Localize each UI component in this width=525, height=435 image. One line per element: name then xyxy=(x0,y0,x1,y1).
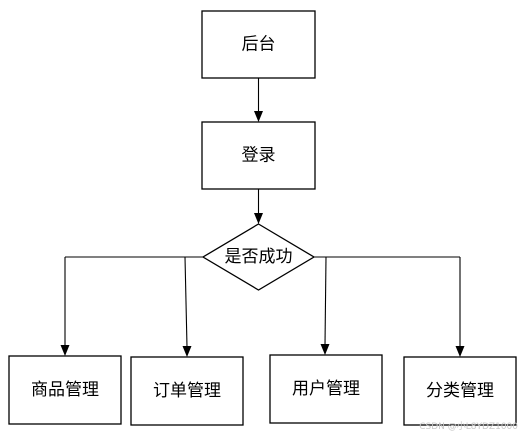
node-decision-label: 是否成功 xyxy=(225,247,293,267)
node-product-mgmt-label: 商品管理 xyxy=(31,380,99,400)
node-backend-label: 后台 xyxy=(242,35,276,55)
arrow-login-to-decision xyxy=(254,189,263,224)
arrow-backend-to-login xyxy=(254,78,263,122)
arrow-to-category-mgmt xyxy=(455,257,465,357)
node-product-mgmt: 商品管理 xyxy=(8,355,122,425)
arrow-to-order-mgmt xyxy=(182,256,192,357)
node-login: 登录 xyxy=(201,121,316,190)
node-category-mgmt: 分类管理 xyxy=(403,356,517,426)
node-decision: 是否成功 xyxy=(201,223,316,291)
node-backend: 后台 xyxy=(201,10,316,79)
node-category-mgmt-label: 分类管理 xyxy=(426,381,494,401)
arrow-to-product-mgmt xyxy=(60,257,70,356)
node-order-mgmt: 订单管理 xyxy=(130,356,244,426)
node-user-mgmt: 用户管理 xyxy=(269,354,383,424)
watermark-text: CSDN @小L8YDZ1000 xyxy=(419,421,518,432)
node-user-mgmt-label: 用户管理 xyxy=(292,379,360,399)
node-order-mgmt-label: 订单管理 xyxy=(153,381,221,401)
node-login-label: 登录 xyxy=(242,146,276,166)
arrow-to-user-mgmt xyxy=(320,256,330,355)
